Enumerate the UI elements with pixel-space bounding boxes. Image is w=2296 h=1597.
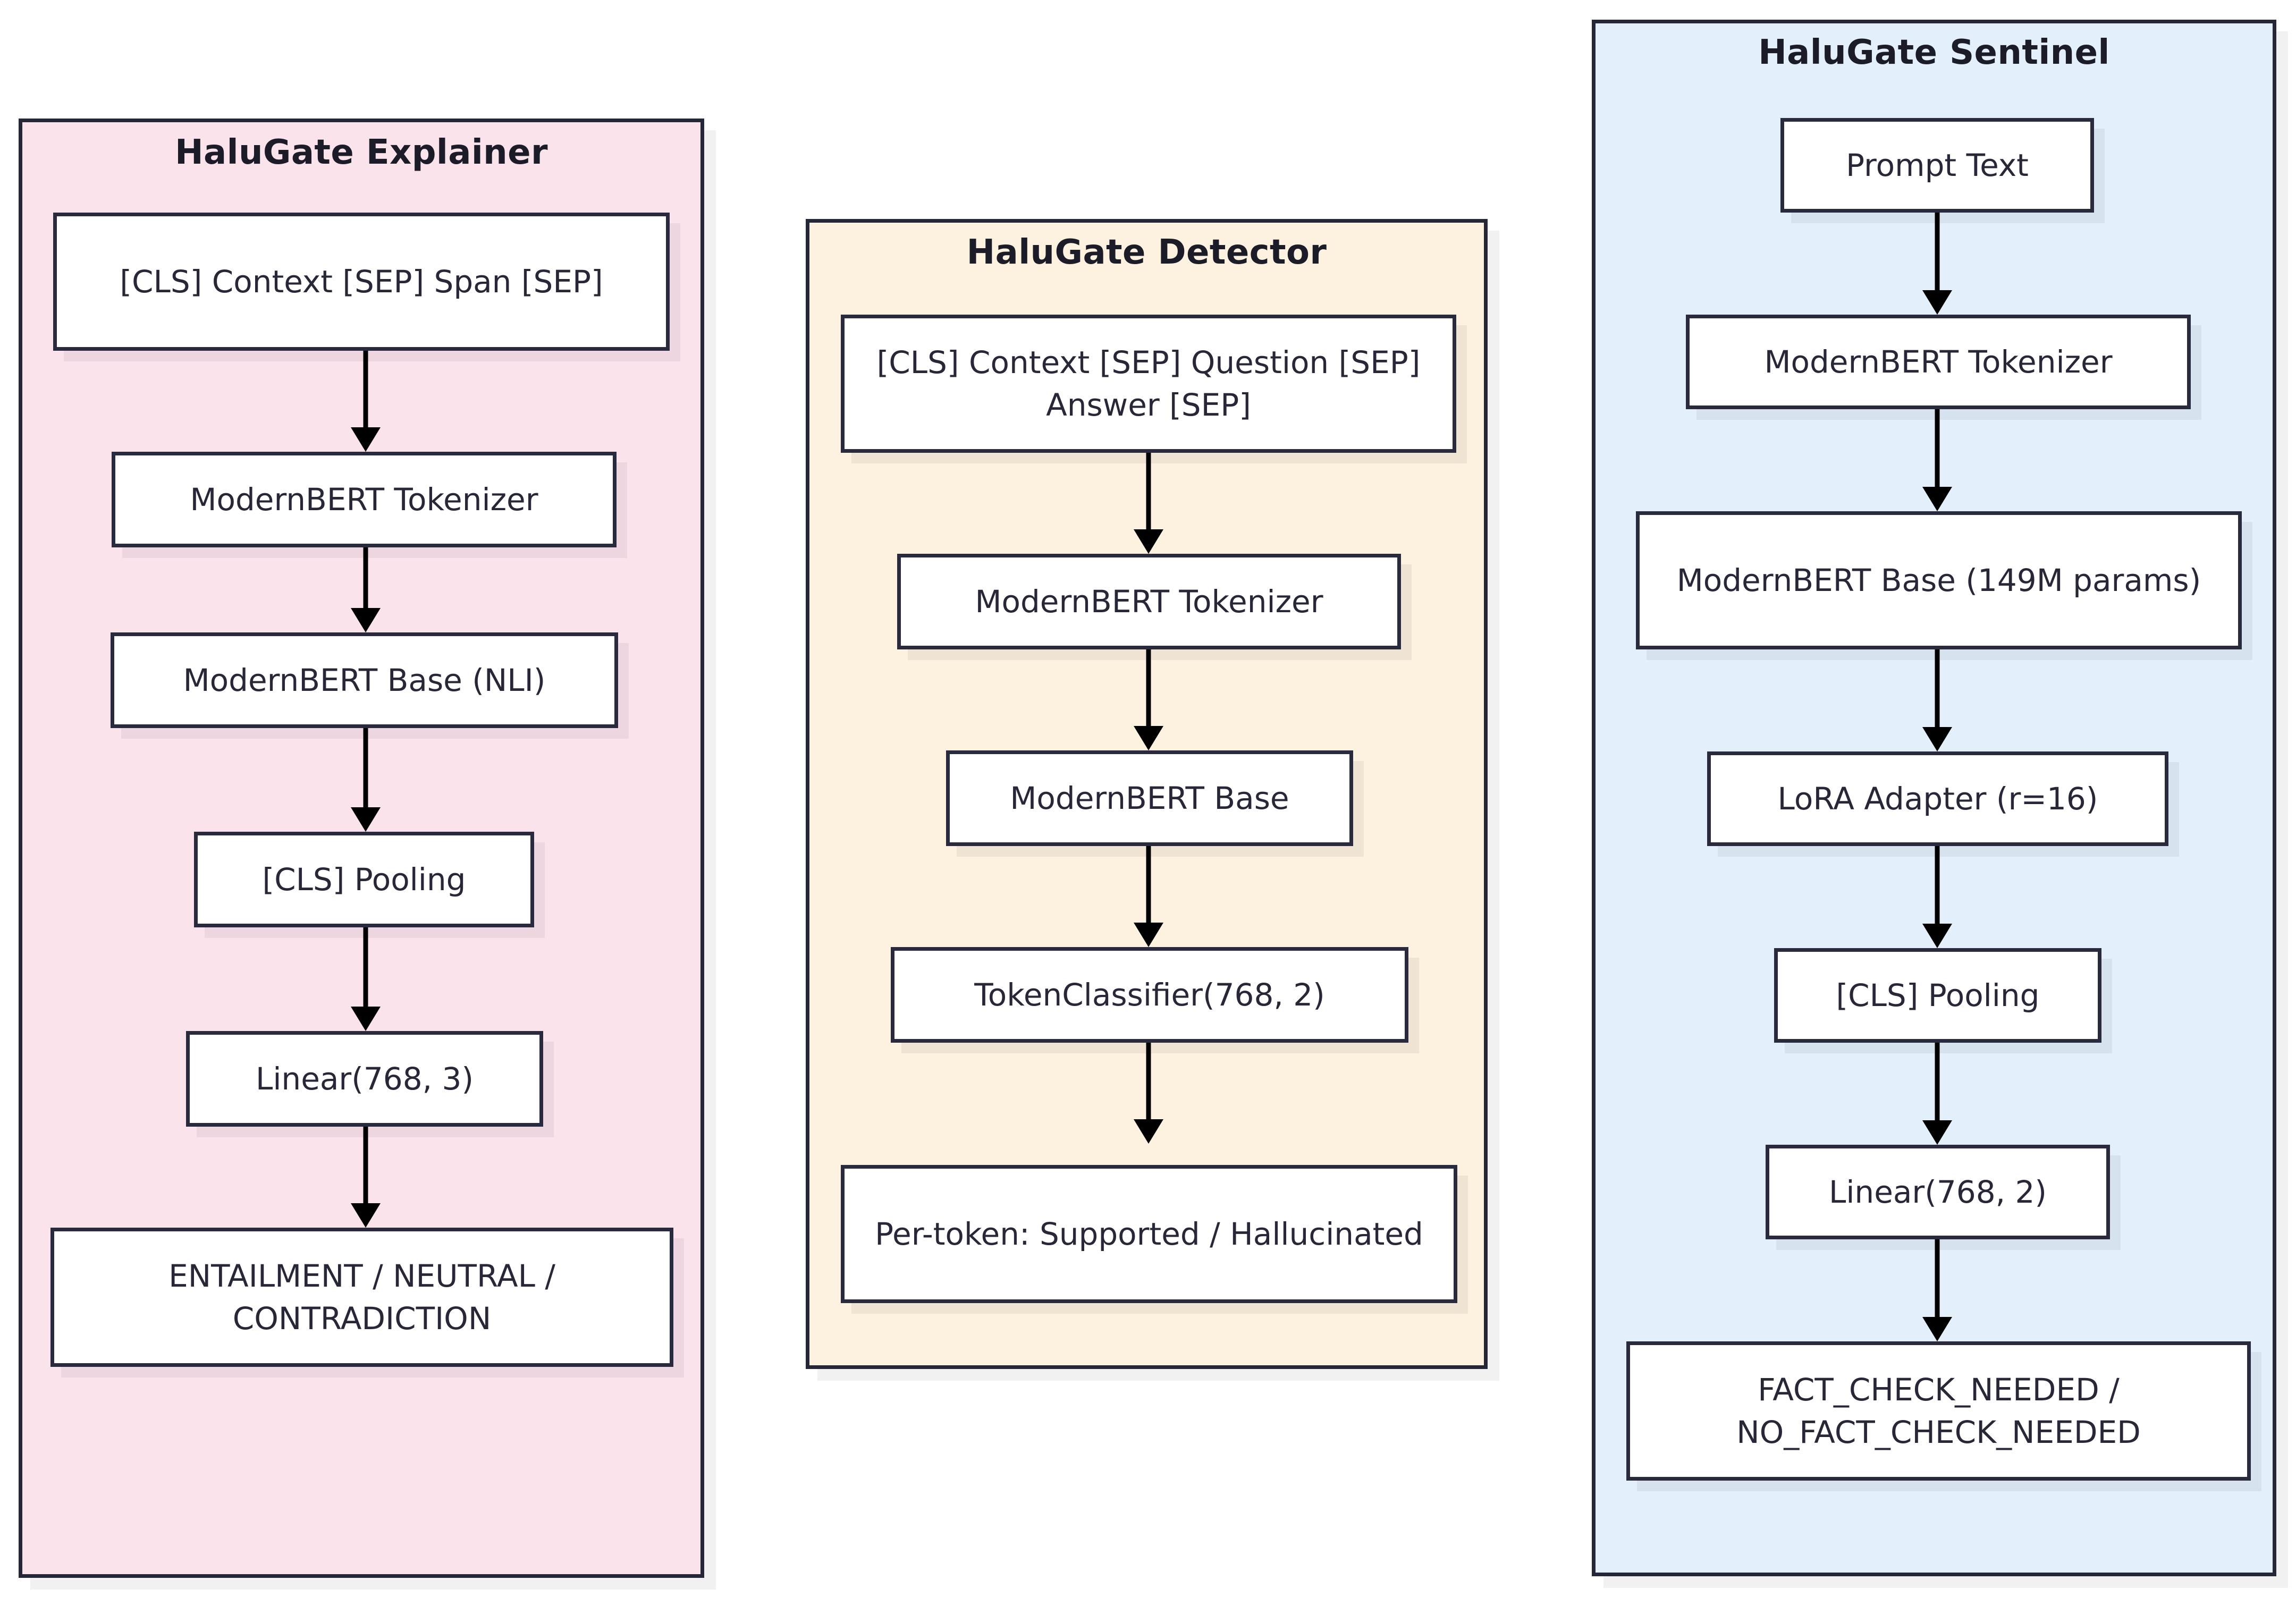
node-det-tokenizer[interactable]: ModernBERT Tokenizer xyxy=(897,554,1401,649)
arrow-shaft xyxy=(1935,409,1940,489)
node-det-base[interactable]: ModernBERT Base xyxy=(946,750,1353,846)
node-sen-prompt[interactable]: Prompt Text xyxy=(1780,118,2094,213)
arrow-sen-base-to-lora xyxy=(1922,649,1952,751)
arrow-sen-linear-to-output xyxy=(1922,1239,1952,1341)
arrow-sen-prompt-to-tokenizer xyxy=(1922,213,1952,315)
node-det-classifier[interactable]: TokenClassifier(768, 2) xyxy=(891,947,1408,1043)
node-exp-base[interactable]: ModernBERT Base (NLI) xyxy=(111,632,618,728)
node-exp-linear[interactable]: Linear(768, 3) xyxy=(186,1031,543,1127)
node-sen-base[interactable]: ModernBERT Base (149M params) xyxy=(1636,511,2242,649)
arrow-exp-input-to-tokenizer xyxy=(351,351,381,452)
arrow-head xyxy=(351,807,381,832)
arrow-det-base-to-classifier xyxy=(1134,846,1163,947)
subgraph-title-sentinel: HaluGate Sentinel xyxy=(1758,33,2110,72)
arrow-head xyxy=(1922,290,1952,315)
arrow-exp-base-to-pooling xyxy=(351,728,381,832)
arrow-shaft xyxy=(363,547,368,610)
arrow-sen-lora-to-pooling xyxy=(1922,846,1952,948)
arrow-shaft xyxy=(1935,213,1940,292)
arrow-exp-pooling-to-linear xyxy=(351,927,381,1031)
arrow-shaft xyxy=(1935,1043,1940,1122)
arrow-head xyxy=(351,427,381,452)
arrow-head xyxy=(1922,924,1952,948)
arrow-shaft xyxy=(1146,453,1151,531)
arrow-head xyxy=(1922,487,1952,511)
node-sen-output[interactable]: FACT_CHECK_NEEDED / NO_FACT_CHECK_NEEDED xyxy=(1626,1341,2251,1481)
arrow-head xyxy=(1134,726,1163,750)
node-sen-tokenizer[interactable]: ModernBERT Tokenizer xyxy=(1686,315,2191,409)
arrow-head xyxy=(351,1007,381,1031)
arrow-head xyxy=(1134,1119,1163,1144)
arrow-exp-tokenizer-to-base xyxy=(351,547,381,632)
subgraph-title-explainer: HaluGate Explainer xyxy=(175,133,548,172)
arrow-head xyxy=(351,608,381,632)
arrow-det-input-to-tokenizer xyxy=(1134,453,1163,554)
arrow-det-tokenizer-to-base xyxy=(1134,649,1163,750)
arrow-head xyxy=(1134,529,1163,554)
arrow-det-classifier-to-output xyxy=(1134,1043,1163,1144)
arrow-shaft xyxy=(1935,649,1940,729)
subgraph-title-detector: HaluGate Detector xyxy=(966,233,1327,272)
arrow-head xyxy=(1922,1317,1952,1341)
arrow-shaft xyxy=(1146,1043,1151,1121)
arrow-exp-linear-to-output xyxy=(351,1127,381,1228)
node-exp-input[interactable]: [CLS] Context [SEP] Span [SEP] xyxy=(53,213,670,351)
node-sen-lora[interactable]: LoRA Adapter (r=16) xyxy=(1707,751,2168,846)
arrow-head xyxy=(1922,1120,1952,1145)
arrow-sen-pooling-to-linear xyxy=(1922,1043,1952,1145)
arrow-shaft xyxy=(363,927,368,1009)
arrow-shaft xyxy=(363,728,368,809)
arrow-head xyxy=(351,1203,381,1228)
arrow-head xyxy=(1922,727,1952,751)
arrow-shaft xyxy=(363,1127,368,1205)
arrow-shaft xyxy=(1146,649,1151,728)
node-det-output[interactable]: Per-token: Supported / Hallucinated xyxy=(841,1165,1457,1303)
arrow-sen-tokenizer-to-base xyxy=(1922,409,1952,511)
arrow-shaft xyxy=(1935,846,1940,926)
arrow-head xyxy=(1134,923,1163,947)
arrow-shaft xyxy=(1146,846,1151,925)
node-det-input[interactable]: [CLS] Context [SEP] Question [SEP] Answe… xyxy=(841,315,1456,453)
arrow-shaft xyxy=(363,351,368,429)
node-exp-pooling[interactable]: [CLS] Pooling xyxy=(194,832,534,927)
node-exp-output[interactable]: ENTAILMENT / NEUTRAL / CONTRADICTION xyxy=(50,1228,673,1367)
node-sen-linear[interactable]: Linear(768, 2) xyxy=(1766,1145,2110,1239)
node-sen-pooling[interactable]: [CLS] Pooling xyxy=(1774,948,2101,1043)
node-exp-tokenizer[interactable]: ModernBERT Tokenizer xyxy=(112,452,617,547)
arrow-shaft xyxy=(1935,1239,1940,1319)
